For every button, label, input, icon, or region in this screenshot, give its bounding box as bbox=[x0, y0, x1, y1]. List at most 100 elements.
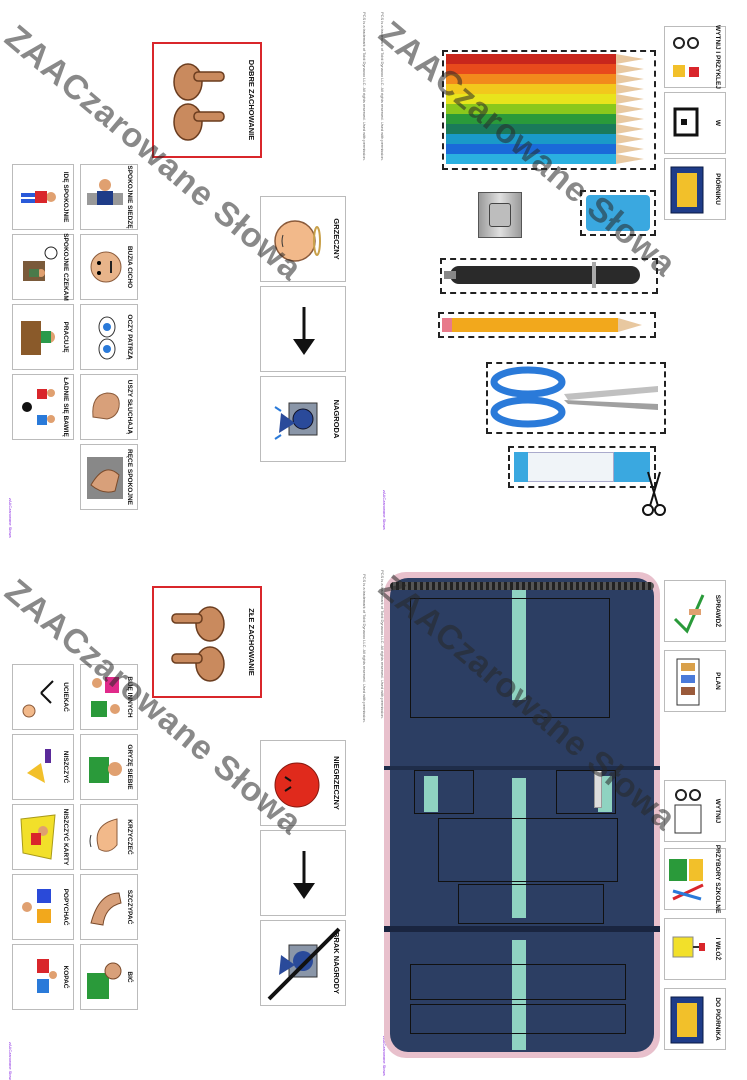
glue-stick-image bbox=[514, 452, 614, 482]
pinching-icon bbox=[90, 892, 122, 926]
scissors-image bbox=[490, 366, 658, 428]
card-in-pencil-case: PIÓRNIKU bbox=[664, 158, 726, 220]
footer-brand: zAACzarowane Słowa bbox=[8, 498, 13, 538]
good-behavior-title: DOBRE ZACHOWANIE bbox=[247, 59, 256, 141]
glue-stick-cutout[interactable] bbox=[508, 446, 656, 488]
angry-face-icon bbox=[274, 762, 320, 808]
school-supplies-icon bbox=[669, 859, 704, 901]
footer-brand: zAACzarowane Słowa bbox=[8, 1042, 13, 1080]
pcs-notice: PCS is a trademark of Tobii Dynavox LLC.… bbox=[362, 12, 367, 161]
cut-scissors-icon bbox=[642, 471, 666, 516]
hands-icon bbox=[87, 457, 123, 499]
hit-icon bbox=[87, 962, 122, 999]
slot-scissors[interactable] bbox=[438, 818, 618, 882]
eyes-icon bbox=[98, 316, 116, 360]
card-hitting: BIĆ bbox=[80, 944, 138, 1010]
card-working: PRACUJĘ bbox=[12, 304, 74, 370]
eraser-image bbox=[586, 195, 650, 231]
biting-icon bbox=[89, 757, 122, 783]
slot-eraser[interactable] bbox=[556, 770, 616, 814]
card-pinching: SZCZYPAĆ bbox=[80, 874, 138, 940]
reward-medal-icon bbox=[274, 402, 318, 440]
colored-pencils-image bbox=[446, 54, 644, 164]
bad-behavior-title-card: ZŁE ZACHOWANIE bbox=[152, 586, 262, 698]
card-check: SPRAWDŹ bbox=[664, 580, 726, 642]
scissors-cutout[interactable] bbox=[486, 362, 666, 434]
card-pushing: POPYCHAĆ bbox=[12, 874, 74, 940]
card-hitting-others: BIJĘ INNYCH bbox=[80, 664, 138, 730]
pencil-case-icon bbox=[670, 996, 704, 1044]
person-sitting-icon bbox=[87, 179, 123, 205]
bad-behavior-title: ZŁE ZACHOWANIE bbox=[247, 608, 256, 676]
scissors-glue-icon bbox=[673, 37, 699, 77]
no-reward-icon bbox=[267, 927, 341, 1001]
person-walking-icon bbox=[21, 191, 56, 203]
card-walking-calmly: IDĘ SPOKOJNIE bbox=[12, 164, 74, 230]
card-kicking: KOPAĆ bbox=[12, 944, 74, 1010]
pencil-case-icon bbox=[670, 166, 704, 214]
person-waiting-icon bbox=[23, 246, 58, 281]
card-arrow-bad bbox=[260, 830, 346, 916]
children-playing-icon bbox=[22, 389, 55, 425]
card-quiet-mouth: BUZIA CICHO bbox=[80, 234, 138, 300]
footer-brand: zAACzarowane Słowa bbox=[382, 1036, 387, 1076]
in-symbol-icon bbox=[673, 107, 699, 137]
card-biting-self: GRYZĘ SIEBIE bbox=[80, 734, 138, 800]
card-cut: WYTNIJ bbox=[664, 780, 726, 842]
pcs-notice: PCS is a trademark of Tobii Dynavox LLC.… bbox=[380, 570, 385, 719]
kicking-icon bbox=[37, 959, 57, 993]
ear-icon bbox=[92, 392, 120, 420]
card-into-pencil-case: DO PIÓRNIKA bbox=[664, 988, 726, 1050]
running-away-icon bbox=[22, 680, 54, 718]
slot-sharpener[interactable] bbox=[414, 770, 474, 814]
card-polite: GRZECZNY bbox=[260, 196, 346, 282]
card-cut-and-glue: WYTNIJ I PRZYKLEJ bbox=[664, 25, 726, 89]
pcs-notice: PCS is a trademark of Tobii Dynavox LLC.… bbox=[362, 574, 367, 723]
good-behavior-title-card: DOBRE ZACHOWANIE bbox=[152, 42, 262, 158]
pcs-notice: PCS is a trademark of Tobii Dynavox LLC.… bbox=[380, 12, 385, 161]
tearing-cards-icon bbox=[20, 814, 56, 860]
slot-colored-pencils[interactable] bbox=[410, 598, 610, 718]
card-destroying-cards: NISZCZYĆ KARTY bbox=[12, 804, 74, 870]
card-destroying: NISZCZYĆ bbox=[12, 734, 74, 800]
card-in: W bbox=[664, 92, 726, 154]
card-and-put: I WŁÓŻ bbox=[664, 918, 726, 980]
pencil-image bbox=[450, 318, 618, 332]
card-shouting: KRZYCZEĆ bbox=[80, 804, 138, 870]
card-ears-listening: USZY SŁUCHAJĄ bbox=[80, 374, 138, 440]
schedule-icon bbox=[676, 658, 700, 706]
put-in-icon bbox=[672, 936, 705, 958]
pen-image bbox=[450, 266, 640, 284]
person-working-icon bbox=[21, 321, 55, 355]
card-school-supplies: PRZYBORY SZKOLNE bbox=[664, 845, 726, 913]
thumbs-down-icon bbox=[171, 606, 225, 682]
card-eyes-watching: OCZY PATRZĄ bbox=[80, 304, 138, 370]
colored-pencils-cutout[interactable] bbox=[442, 50, 656, 170]
angel-face-icon bbox=[274, 220, 321, 262]
card-naughty: NIEGRZECZNY bbox=[260, 740, 346, 826]
card-plan: PLAN bbox=[664, 650, 726, 712]
card-playing-nicely: ŁADNIE SIĘ BAWIĘ bbox=[12, 374, 74, 440]
card-calm-hands: RĘCE SPOKOJNE bbox=[80, 444, 138, 510]
destroying-icon bbox=[27, 749, 51, 783]
card-reward: NAGRODA bbox=[260, 376, 346, 462]
arrow-down-icon bbox=[293, 307, 315, 355]
card-no-reward: BRAK NAGRODY bbox=[260, 920, 346, 1006]
check-icon bbox=[673, 594, 705, 634]
slot-glue-stick[interactable] bbox=[458, 884, 604, 924]
shouting-icon bbox=[89, 818, 118, 852]
slot-pen[interactable] bbox=[410, 964, 626, 1000]
arrow-down-icon bbox=[293, 851, 315, 899]
face-quiet-icon bbox=[90, 251, 122, 283]
card-waiting-calmly: SPOKOJNIE CZEKAM bbox=[12, 233, 74, 301]
pen-cutout[interactable] bbox=[440, 258, 658, 294]
pencil-cutout[interactable] bbox=[438, 312, 656, 338]
hitting-icon bbox=[91, 677, 120, 717]
scissors-paper-icon bbox=[674, 789, 702, 834]
sharpener-image[interactable] bbox=[478, 192, 522, 238]
thumbs-up-icon bbox=[173, 63, 225, 141]
slot-pencil[interactable] bbox=[410, 1004, 626, 1034]
eraser-cutout[interactable] bbox=[580, 190, 656, 236]
card-sitting-calmly: SPOKOJNIE SIEDZĘ bbox=[80, 164, 138, 230]
